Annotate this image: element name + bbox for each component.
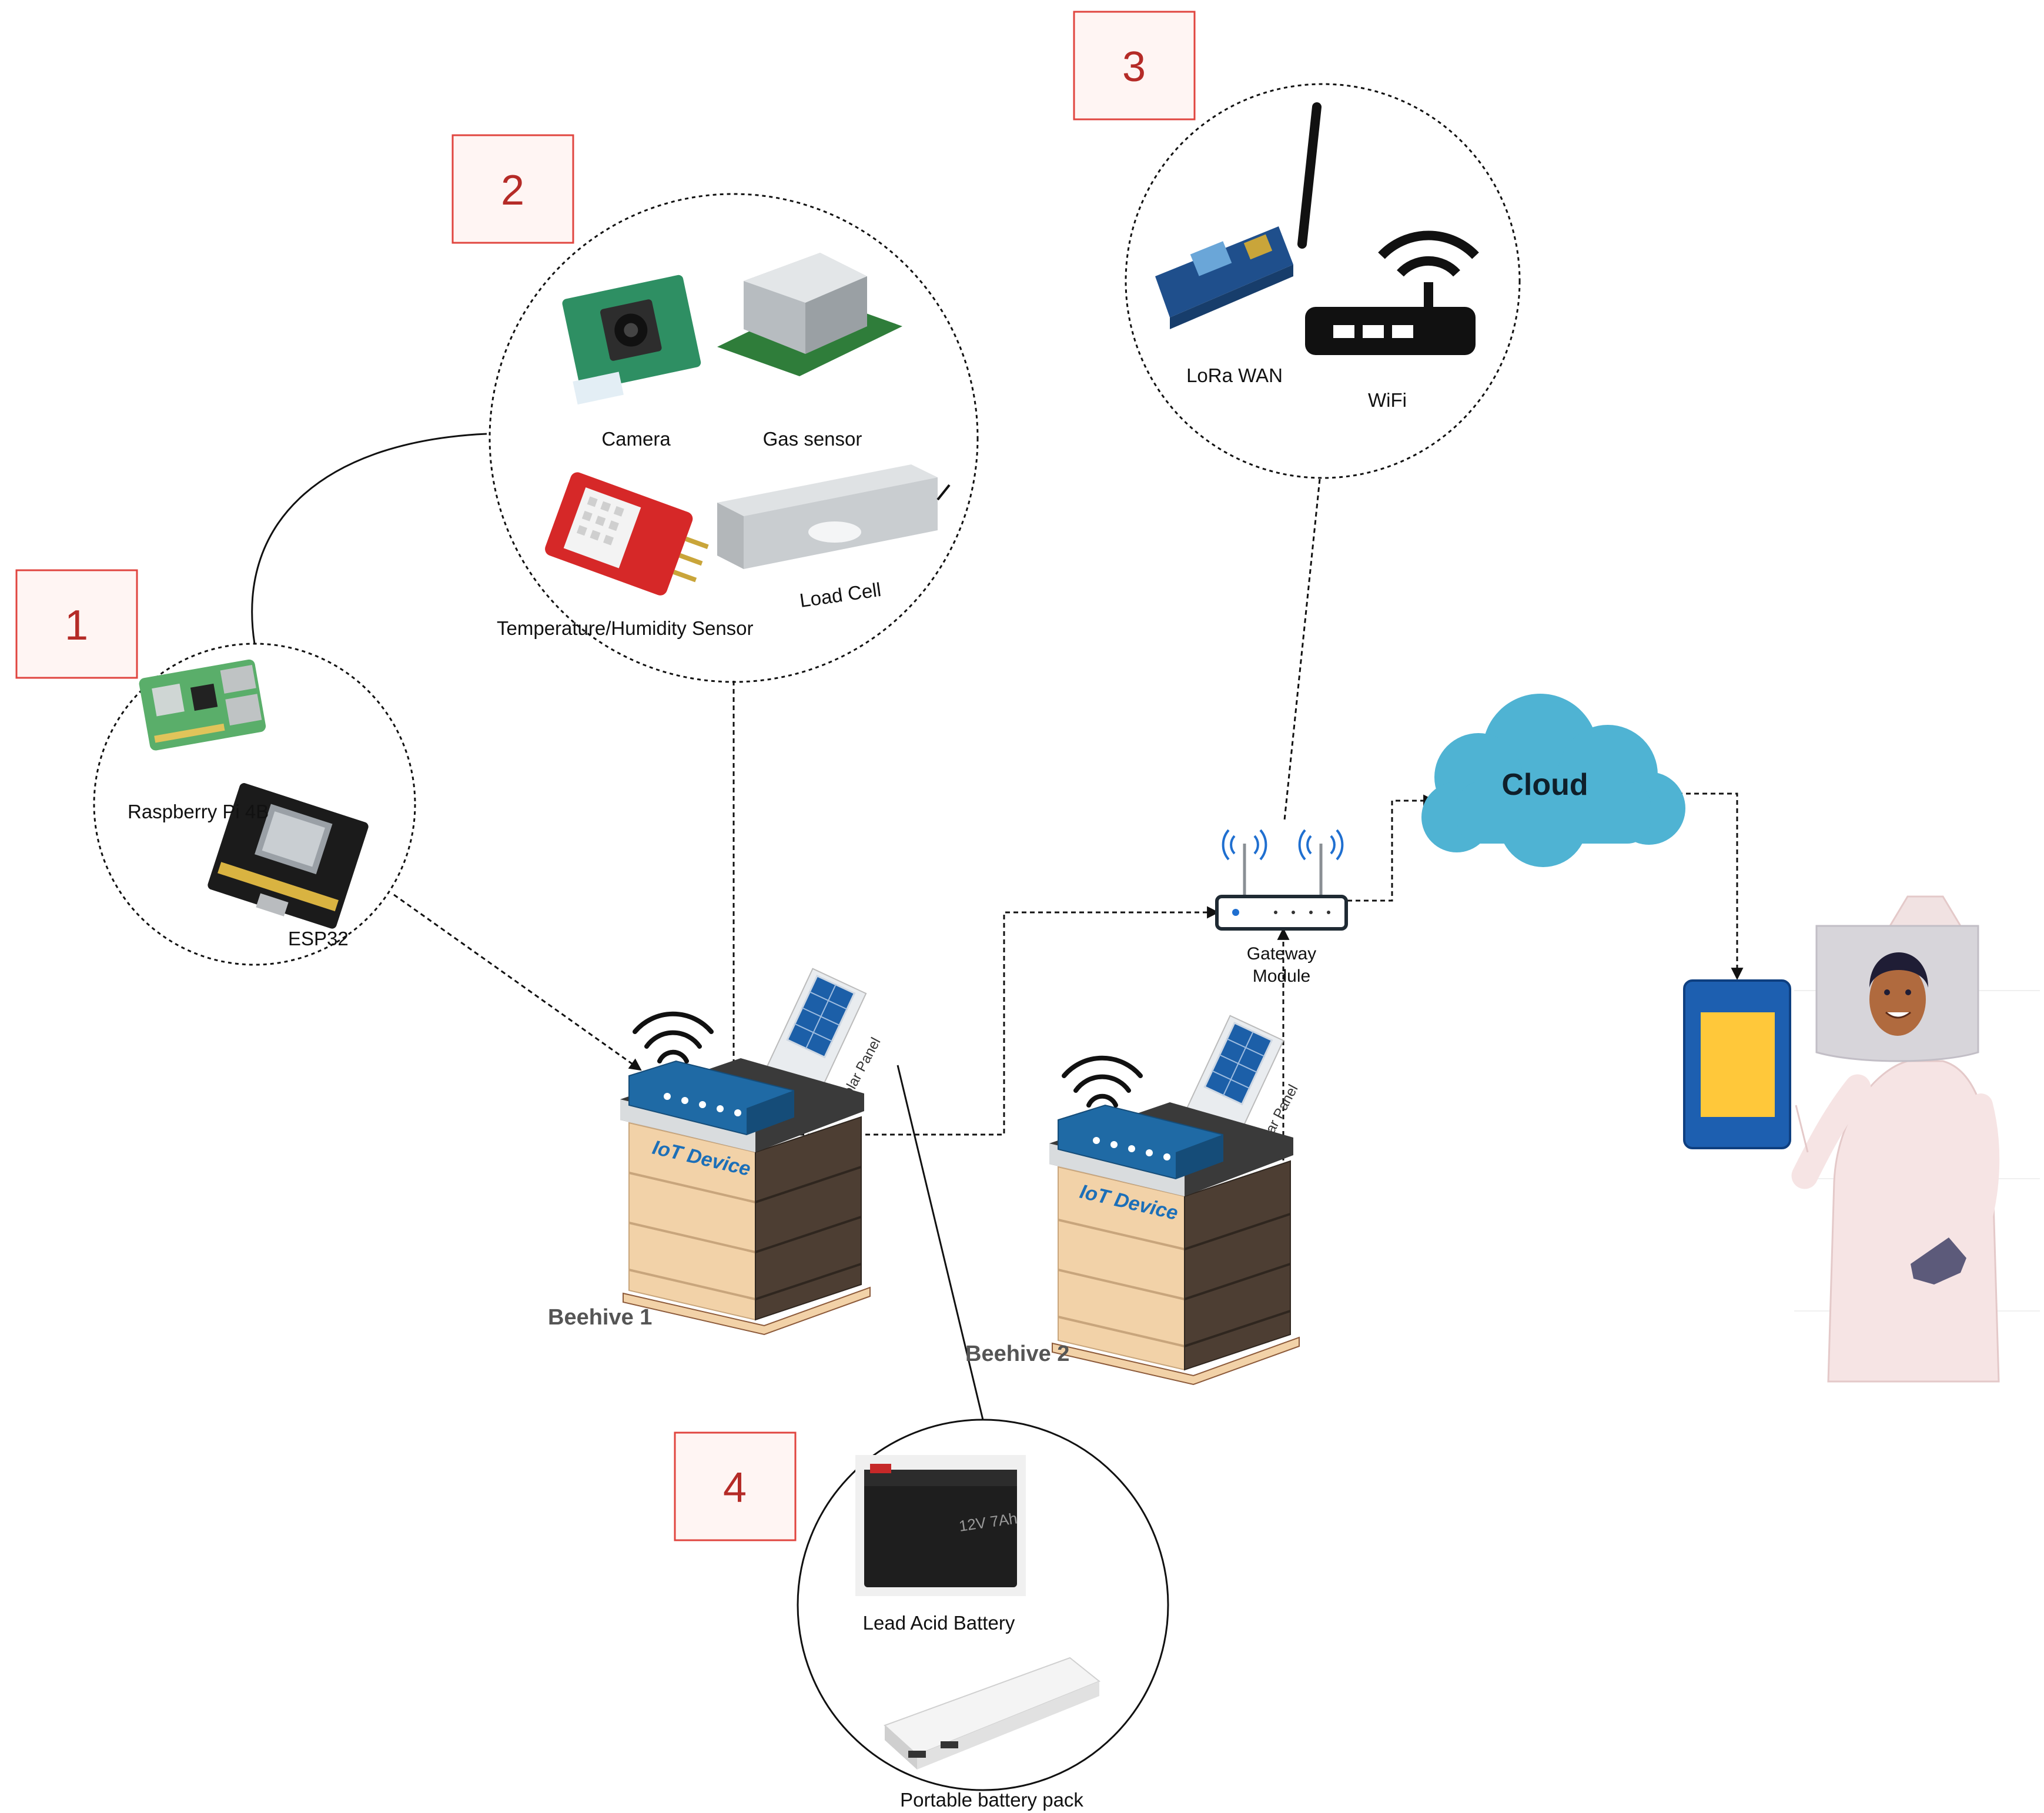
svg-text:4: 4 — [723, 1464, 747, 1511]
connector-group1-to-group2 — [251, 433, 487, 644]
gateway-signal-icon — [1222, 829, 1344, 861]
temp-humidity-sensor-image — [545, 472, 709, 596]
beehive-2-wifi-icon — [1062, 1055, 1143, 1108]
svg-text:1: 1 — [65, 602, 88, 649]
group-3-number-badge: 3 — [1073, 11, 1196, 121]
group-1-circle — [93, 643, 416, 966]
svg-text:3: 3 — [1122, 44, 1146, 91]
group-2-number-badge: 2 — [451, 134, 574, 244]
beekeeper-illustration — [1791, 882, 2040, 1383]
connector-cloud-to-phone — [1670, 792, 1744, 981]
label-lead-acid-battery: Lead Acid Battery — [863, 1612, 1015, 1634]
connector-hive1-to-gateway — [799, 906, 1220, 1136]
beehive-2-label: Beehive 2 — [965, 1342, 1069, 1366]
label-portable-battery-pack: Portable battery pack — [900, 1789, 1083, 1811]
label-gas-sensor: Gas sensor — [763, 428, 862, 450]
raspberry-pi-image — [139, 659, 266, 751]
svg-text:2: 2 — [501, 167, 524, 214]
group-2-circle — [489, 193, 979, 683]
camera-image — [562, 275, 701, 405]
group-1-number-badge: 1 — [15, 569, 138, 679]
label-raspberry-pi: Raspberry Pi 4B — [128, 801, 269, 822]
load-cell-image — [717, 464, 951, 569]
label-camera: Camera — [601, 428, 671, 450]
portable-battery-pack-image — [884, 1657, 1100, 1769]
label-lora-wan: LoRa WAN — [1186, 364, 1283, 386]
gateway-label-line2: Module — [1253, 966, 1310, 986]
group-3-communications: LoRa WAN WiFi — [1125, 83, 1521, 479]
gateway-label-line1: Gateway — [1247, 944, 1316, 964]
gas-sensor-image — [717, 253, 902, 376]
beehive-1: Solar Panel IoT Device — [548, 968, 884, 1336]
lead-acid-battery-image: 12V 7Ah — [855, 1455, 1026, 1596]
group-3-circle — [1125, 83, 1521, 479]
group-2-sensors: Camera Gas sensor Temperature/Humidity S… — [489, 193, 979, 683]
esp32-image — [208, 783, 369, 929]
beehive-1-label: Beehive 1 — [548, 1305, 652, 1330]
cloud-label: Cloud — [1501, 768, 1588, 802]
connector-esp32-to-hive1 — [393, 894, 642, 1071]
beehive-2: Solar Panel IoT Device Beehiv — [965, 1015, 1302, 1386]
connector-gateway-to-cloud — [1347, 794, 1436, 902]
label-esp32: ESP32 — [288, 928, 349, 949]
cloud-icon: Cloud — [1421, 694, 1685, 867]
smartphone-icon — [1683, 979, 1791, 1149]
label-wifi: WiFi — [1368, 389, 1407, 411]
connector-comms-to-gateway — [1283, 479, 1321, 821]
gateway-module: Gateway Module — [1215, 829, 1348, 986]
wifi-router-icon — [1305, 230, 1479, 355]
group-4-number-badge: 4 — [674, 1431, 797, 1541]
group-4-circle — [797, 1419, 1169, 1791]
connector-hive1-to-power — [896, 1065, 984, 1420]
iot-device-2 — [1058, 1104, 1223, 1180]
lora-wan-image — [1155, 102, 1322, 329]
iot-device-1 — [628, 1060, 794, 1136]
group-1-controllers: Raspberry Pi 4B ESP32 — [93, 643, 416, 966]
beehive-1-wifi-icon — [633, 1011, 714, 1063]
label-load-cell: Load Cell — [798, 578, 882, 611]
label-temp-humidity-sensor: Temperature/Humidity Sensor — [497, 617, 754, 639]
group-4-power: 12V 7Ah Lead Acid Battery Portable batte… — [797, 1419, 1169, 1811]
